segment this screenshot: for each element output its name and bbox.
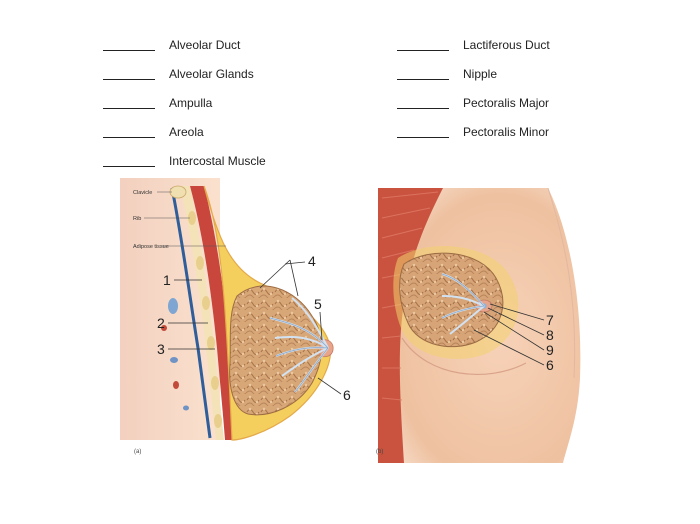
vessel-dot [168, 298, 178, 314]
term-label: Nipple [463, 67, 498, 81]
vessel-dot [173, 381, 179, 389]
rib-oval [202, 296, 210, 310]
rib-oval [196, 256, 204, 270]
leader-line [489, 303, 545, 321]
leader-line [487, 307, 545, 336]
leader-line [473, 329, 545, 366]
breast-contour [401, 337, 527, 376]
term-label: Alveolar Duct [169, 38, 241, 52]
body-contour [547, 187, 576, 379]
callout-3: 3 [157, 341, 165, 357]
term-nipple: Nipple [397, 65, 497, 83]
answer-blank[interactable] [397, 98, 449, 109]
answer-blank[interactable] [103, 40, 155, 51]
answer-blank[interactable] [103, 127, 155, 138]
label-rib: Rib [133, 216, 141, 222]
rib-oval [188, 211, 196, 225]
leader-line [289, 259, 299, 297]
callout-6b: 6 [546, 357, 554, 373]
term-label: Pectoralis Major [463, 96, 550, 110]
term-intercostal-muscle: Intercostal Muscle [103, 152, 266, 170]
term-label: Pectoralis Minor [463, 125, 550, 139]
rib-oval [207, 336, 215, 350]
rib-oval [211, 376, 219, 390]
term-label: Lactiferous Duct [463, 38, 550, 52]
term-label: Areola [169, 125, 204, 139]
term-alveolar-glands: Alveolar Glands [103, 65, 254, 83]
figure-a-sagittal-section: Clavicle Rib Adipose tissue 1 2 3 4 5 6 … [120, 178, 360, 463]
leader-line [317, 377, 342, 395]
answer-blank[interactable] [397, 69, 449, 80]
callout-6: 6 [343, 387, 351, 403]
label-clavicle: Clavicle [133, 190, 152, 196]
callout-4: 4 [308, 253, 316, 269]
clavicle-shape [169, 185, 187, 199]
muscle-fibers [381, 191, 439, 401]
vessel-dot [183, 405, 189, 411]
pectoralis-muscle [190, 186, 235, 440]
callout-2: 2 [157, 315, 165, 331]
rib-column [180, 186, 224, 440]
callout-8: 8 [546, 327, 554, 343]
answer-blank[interactable] [103, 69, 155, 80]
figure-b-label: (b) [376, 449, 383, 455]
leader-line [319, 311, 323, 341]
pleura-line [170, 187, 212, 439]
term-lactiferous-duct: Lactiferous Duct [397, 36, 550, 54]
term-pectoralis-minor: Pectoralis Minor [397, 123, 549, 141]
leader-line [259, 259, 291, 289]
answer-blank[interactable] [397, 127, 449, 138]
term-label: Alveolar Glands [169, 67, 254, 81]
glandular-lobules [399, 252, 504, 348]
term-alveolar-duct: Alveolar Duct [103, 36, 240, 54]
answer-blank[interactable] [103, 98, 155, 109]
vessel-dot [170, 357, 178, 363]
term-label: Ampulla [169, 96, 213, 110]
term-ampulla: Ampulla [103, 94, 212, 112]
leader-line [284, 261, 306, 265]
answer-blank[interactable] [397, 40, 449, 51]
callout-9: 9 [546, 342, 554, 358]
rib-oval [214, 414, 222, 428]
label-adipose: Adipose tissue [133, 244, 169, 250]
callout-1: 1 [163, 272, 171, 288]
figure-a-label: (a) [134, 449, 141, 455]
term-areola: Areola [103, 123, 204, 141]
figure-b-anterior-view: 7 8 9 6 (b) [368, 178, 590, 463]
glandular-lobules [229, 285, 323, 416]
term-label: Intercostal Muscle [169, 154, 266, 168]
answer-blank[interactable] [103, 156, 155, 167]
vessel-dot [161, 325, 167, 331]
term-pectoralis-major: Pectoralis Major [397, 94, 549, 112]
callout-5: 5 [314, 296, 322, 312]
callout-7: 7 [546, 312, 554, 328]
leader-line [483, 311, 545, 351]
pectoralis-major-muscle [378, 188, 443, 463]
